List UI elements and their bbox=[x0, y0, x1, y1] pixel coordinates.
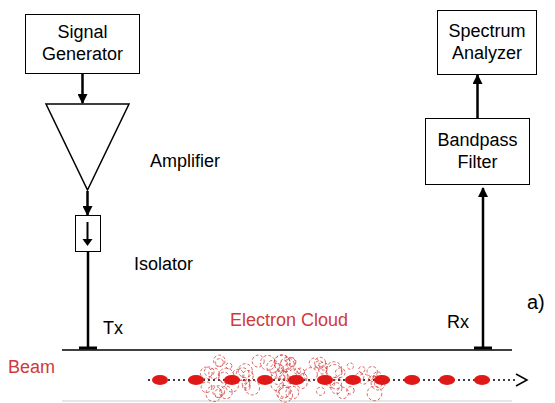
cloud-electron bbox=[220, 386, 233, 399]
cloud-electron bbox=[359, 366, 365, 372]
beam-bunch bbox=[345, 375, 361, 385]
beam-bunch bbox=[257, 375, 273, 385]
cloud-electron bbox=[214, 355, 225, 366]
beam-bunches bbox=[152, 375, 490, 385]
cloud-electron bbox=[274, 355, 290, 371]
rx-line bbox=[482, 188, 485, 348]
cloud-electron bbox=[206, 386, 222, 402]
cloud-electron bbox=[309, 358, 319, 368]
beam-bunch bbox=[317, 375, 333, 385]
cloud-electron bbox=[271, 371, 284, 384]
cloud-electron bbox=[347, 363, 353, 369]
triangle-outline bbox=[45, 103, 130, 191]
cloud-electron bbox=[238, 364, 252, 378]
cloud-electron bbox=[294, 368, 300, 374]
beam-bunch bbox=[224, 375, 240, 385]
process-box: Spectrum Analyzer bbox=[437, 10, 537, 75]
cloud-electron bbox=[267, 360, 280, 373]
cloud-electron bbox=[286, 358, 296, 368]
tx-line bbox=[87, 252, 90, 348]
tx-tee bbox=[79, 347, 97, 350]
port-label: Tx bbox=[103, 318, 123, 339]
beam-bunch bbox=[152, 375, 168, 385]
isolator-symbol bbox=[76, 216, 99, 250]
process-box: Signal Generator bbox=[25, 14, 140, 74]
cloud-electron bbox=[215, 389, 223, 397]
signal-arrow bbox=[81, 74, 84, 103]
box-text: Signal Generator bbox=[32, 22, 133, 65]
region-label: Electron Cloud bbox=[230, 310, 348, 331]
component-label: Isolator bbox=[134, 254, 193, 276]
beam-label: Beam bbox=[8, 357, 55, 378]
cloud-electron bbox=[201, 382, 212, 393]
cloud-electron bbox=[367, 386, 382, 401]
process-box: Bandpass Filter bbox=[425, 118, 530, 185]
isolator-arrow-shaft bbox=[87, 222, 89, 241]
cloud-electron bbox=[278, 387, 293, 402]
cloud-electron bbox=[367, 367, 377, 377]
isolator-arrow-head bbox=[83, 239, 93, 246]
pipe-wall bbox=[62, 349, 512, 351]
electron-cloud bbox=[200, 355, 385, 402]
cloud-electron bbox=[245, 380, 260, 395]
cloud-electron bbox=[252, 355, 264, 367]
amplifier-triangle: Amplifier bbox=[45, 103, 130, 191]
cloud-electron bbox=[209, 368, 220, 379]
isolator-box: Isolator bbox=[75, 215, 101, 252]
cloud-electron bbox=[280, 358, 294, 372]
beam-bunch bbox=[404, 375, 420, 385]
cloud-electron bbox=[320, 362, 328, 370]
cloud-electron bbox=[243, 383, 250, 390]
component-label: Amplifier bbox=[150, 151, 220, 173]
beam-bunch bbox=[188, 375, 204, 385]
triangle-shape bbox=[46, 104, 129, 190]
cloud-electron bbox=[216, 359, 224, 367]
cloud-electron bbox=[274, 355, 290, 371]
cloud-electron bbox=[276, 385, 289, 398]
cloud-electron bbox=[335, 368, 345, 378]
signal-arrow bbox=[476, 75, 479, 118]
cloud-electron bbox=[317, 387, 325, 395]
cloud-electron bbox=[331, 383, 342, 394]
box-text: Bandpass Filter bbox=[432, 130, 523, 173]
beam-bunch bbox=[439, 375, 455, 385]
cloud-electron bbox=[304, 368, 318, 382]
box-text: Spectrum Analyzer bbox=[444, 21, 530, 64]
panel-label: a) bbox=[527, 291, 545, 314]
port-label: Rx bbox=[447, 312, 469, 333]
beam-bunch bbox=[474, 375, 490, 385]
beam-bunch bbox=[374, 375, 390, 385]
beam-arrowhead bbox=[516, 374, 527, 386]
pipe-wall-lower bbox=[62, 401, 512, 402]
rx-tee bbox=[474, 347, 492, 350]
signal-arrow bbox=[86, 191, 89, 215]
beam-bunch bbox=[288, 375, 304, 385]
cloud-electron bbox=[226, 363, 232, 369]
